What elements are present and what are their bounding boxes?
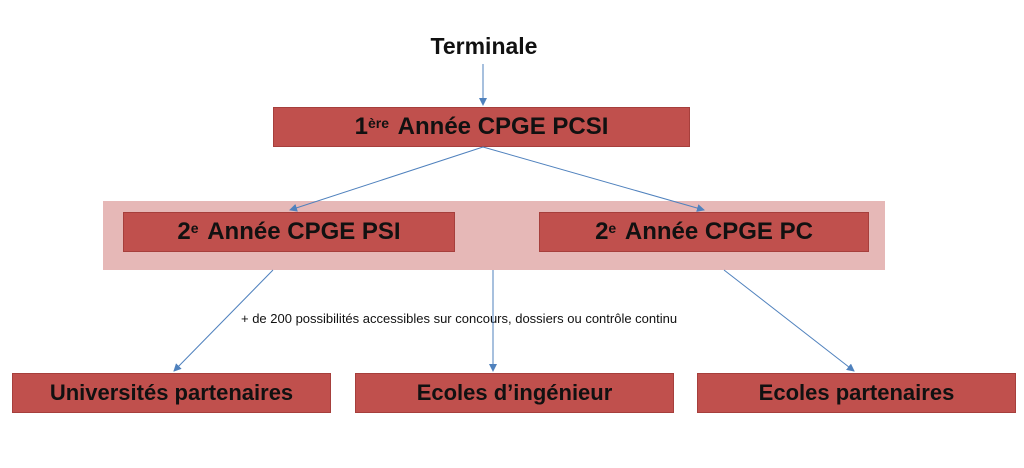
pc-number: 2 — [595, 218, 609, 245]
psi-superscript: e — [190, 220, 199, 236]
year1-label: Année CPGE PCSI — [397, 113, 609, 140]
universites-partenaires-box: Universités partenaires — [12, 373, 331, 413]
arrow-pcsi-to-psi — [289, 146, 484, 212]
universites-label: Universités partenaires — [49, 380, 294, 405]
pc-label: Année CPGE PC — [624, 218, 813, 245]
ecoles-ingenieur-box: Ecoles d’ingénieur — [355, 373, 674, 413]
arrow-to-ecoles-partenaires — [723, 269, 855, 372]
year1-superscript: ère — [367, 115, 389, 131]
ecoles-partenaires-label: Ecoles partenaires — [758, 380, 955, 405]
psi-label: Année CPGE PSI — [207, 218, 401, 245]
psi-number: 2 — [177, 218, 191, 245]
possibilities-caption: + de 200 possibilités accessibles sur co… — [241, 311, 678, 326]
ecoles-partenaires-box: Ecoles partenaires — [697, 373, 1016, 413]
ecoles-ingenieur-label: Ecoles d’ingénieur — [416, 380, 613, 405]
terminale-title: Terminale — [430, 33, 538, 59]
arrow-to-universites — [173, 269, 274, 372]
year1-number: 1 — [354, 113, 368, 140]
pc-superscript: e — [608, 220, 617, 236]
arrow-pcsi-to-pc — [482, 146, 705, 212]
